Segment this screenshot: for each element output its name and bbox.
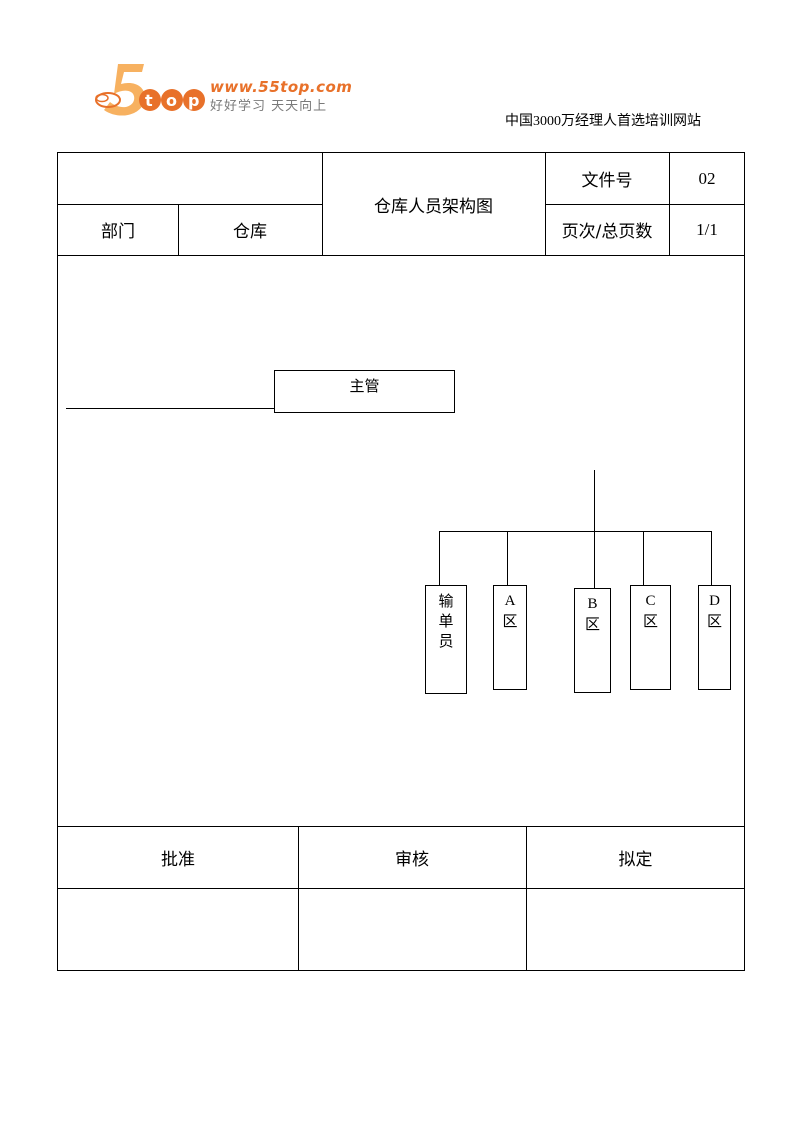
header-vrule-3	[669, 153, 670, 255]
review-label: 审核	[395, 849, 429, 870]
header-vrule-1	[322, 153, 323, 255]
svg-text:o: o	[166, 91, 177, 110]
header-divider-right	[545, 204, 745, 205]
document-frame: 仓库人员架构图 文件号 02 部门 仓库 页次/总页数 1/1 批准 审核 拟定…	[57, 152, 745, 971]
org-node-zone-a-letter: A	[504, 593, 516, 609]
org-node-order-clerk: 输 单 员	[425, 585, 467, 694]
logo-url-text: www.55top.com	[210, 78, 353, 96]
org-node-zone-d: D 区	[698, 585, 731, 690]
dept-value: 仓库	[233, 222, 267, 242]
approve-signature-area[interactable]	[58, 888, 298, 970]
chart-drop-3	[594, 531, 595, 588]
signoff-vrule-2	[526, 826, 527, 971]
chart-drop-5	[711, 531, 712, 585]
signoff-top-rule	[58, 826, 745, 827]
dept-label: 部门	[101, 222, 135, 242]
file-no-label: 文件号	[581, 171, 633, 191]
org-node-order-clerk-char-2: 单	[438, 612, 454, 630]
file-no-value: 02	[698, 168, 716, 188]
svg-text:t: t	[145, 91, 153, 110]
draft-label: 拟定	[618, 849, 653, 870]
org-node-zone-c-char: 区	[642, 612, 658, 630]
logo: t o p www.55top.com 好好学习 天天向上	[88, 58, 358, 128]
org-node-order-clerk-char-1: 输	[438, 592, 454, 610]
org-node-order-clerk-char-3: 员	[438, 632, 454, 650]
org-node-zone-d-letter: D	[709, 593, 720, 609]
chart-trunk-line	[594, 470, 595, 532]
header-vrule-dept	[178, 204, 179, 255]
chart-drop-2	[507, 531, 508, 585]
page-label: 页次/总页数	[561, 222, 653, 242]
org-node-zone-b-letter: B	[587, 596, 598, 612]
site-tagline: 中国3000万经理人首选培训网站	[505, 114, 701, 129]
chart-connector-left	[66, 408, 274, 409]
org-node-zone-c-letter: C	[645, 593, 656, 609]
document-title: 仓库人员架构图	[374, 196, 493, 217]
svg-text:p: p	[188, 91, 199, 110]
header-bottom-rule	[58, 255, 745, 256]
draft-signature-area[interactable]	[526, 888, 745, 970]
org-node-zone-d-char: 区	[706, 612, 722, 630]
org-node-supervisor: 主管	[274, 370, 455, 413]
signoff-vrule-1	[298, 826, 299, 971]
header-divider-left	[58, 204, 322, 205]
signoff-mid-rule	[58, 888, 745, 889]
org-node-zone-c: C 区	[630, 585, 671, 690]
approve-label: 批准	[161, 849, 195, 870]
org-node-zone-b-char: 区	[584, 615, 600, 633]
chart-branch-bar	[439, 531, 712, 532]
org-node-zone-b: B 区	[574, 588, 611, 693]
review-signature-area[interactable]	[298, 888, 526, 970]
header-vrule-2	[545, 153, 546, 255]
chart-drop-4	[643, 531, 644, 585]
org-node-supervisor-label: 主管	[349, 377, 380, 395]
page-value: 1/1	[696, 219, 718, 239]
org-node-zone-a-char: 区	[502, 612, 518, 630]
55top-logo-icon: t o p	[95, 64, 205, 116]
logo-slogan: 好好学习 天天向上	[210, 99, 328, 114]
org-node-zone-a: A 区	[493, 585, 527, 690]
chart-drop-1	[439, 531, 440, 585]
